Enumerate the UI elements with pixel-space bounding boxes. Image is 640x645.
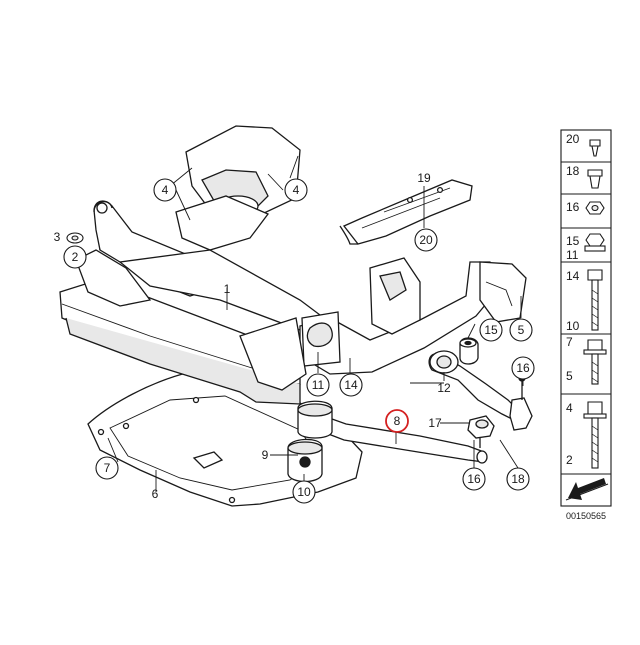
callout-16-top: 16 [511, 356, 535, 380]
hydraulic-mount [287, 400, 333, 483]
callout-label: 16 [467, 472, 481, 486]
callout-label: 15 [484, 323, 498, 337]
callout-10: 10 [292, 480, 316, 504]
label-1: 1 [224, 282, 231, 296]
callout-20: 20 [414, 228, 438, 252]
callout-label: 10 [297, 485, 311, 499]
callout-4-right: 4 [284, 178, 308, 202]
label-6: 6 [152, 487, 159, 501]
callout-label: 7 [104, 461, 111, 475]
callout-4-left: 4 [153, 178, 177, 202]
callout-5: 5 [509, 318, 533, 342]
callout-label: 2 [72, 250, 79, 264]
parts-label: 14 [566, 269, 580, 283]
callout-label: 14 [344, 378, 358, 392]
flange-screw-icon [583, 339, 607, 385]
callout-18: 18 [506, 467, 530, 491]
washer [66, 232, 84, 244]
callout-label: 20 [419, 233, 433, 247]
callout-2: 2 [63, 245, 87, 269]
front-axle-carrier [59, 125, 527, 405]
callout-8-highlighted: 8 [385, 409, 409, 433]
hex-nut-icon [585, 201, 605, 215]
document-number: 00150565 [566, 511, 606, 521]
direction-arrow-icon [565, 478, 609, 501]
parts-label: 20 [566, 132, 580, 146]
expanding-nut-icon [587, 169, 603, 189]
callout-7: 7 [95, 456, 119, 480]
hex-bolt-with-washer-icon [583, 401, 607, 469]
callout-label: 8 [394, 414, 401, 428]
control-arm [428, 350, 533, 431]
parts-label: 2 [566, 453, 573, 467]
label-17: 17 [428, 416, 442, 430]
ball-joint [467, 415, 495, 448]
label-3: 3 [54, 230, 61, 244]
leader-lines [68, 155, 524, 492]
parts-label: 18 [566, 164, 580, 178]
parts-label: 11 [566, 248, 579, 262]
parts-label: 5 [566, 369, 573, 383]
label-12: 12 [437, 381, 451, 395]
parts-label: 10 [566, 319, 580, 333]
callout-label: 18 [511, 472, 525, 486]
callout-label: 4 [162, 183, 169, 197]
fastener-parts-list [560, 129, 612, 507]
callout-label: 11 [312, 378, 325, 392]
rubber-mount [459, 337, 479, 365]
reinforcement-bracket [339, 179, 473, 245]
callout-16-bottom: 16 [462, 467, 486, 491]
callout-14: 14 [339, 373, 363, 397]
parts-label: 4 [566, 401, 573, 415]
parts-label: 16 [566, 200, 580, 214]
callout-11: 11 [306, 373, 330, 397]
callout-label: 4 [293, 183, 300, 197]
long-hex-bolt-icon [587, 269, 603, 331]
self-tapping-screw-icon [589, 139, 601, 157]
callout-label: 16 [516, 361, 530, 375]
label-19: 19 [417, 171, 431, 185]
collar-nut-icon [584, 233, 606, 252]
label-9: 9 [262, 448, 269, 462]
callout-15: 15 [479, 318, 503, 342]
parts-label: 15 [566, 234, 580, 248]
parts-label: 7 [566, 335, 573, 349]
callout-label: 5 [518, 323, 525, 337]
